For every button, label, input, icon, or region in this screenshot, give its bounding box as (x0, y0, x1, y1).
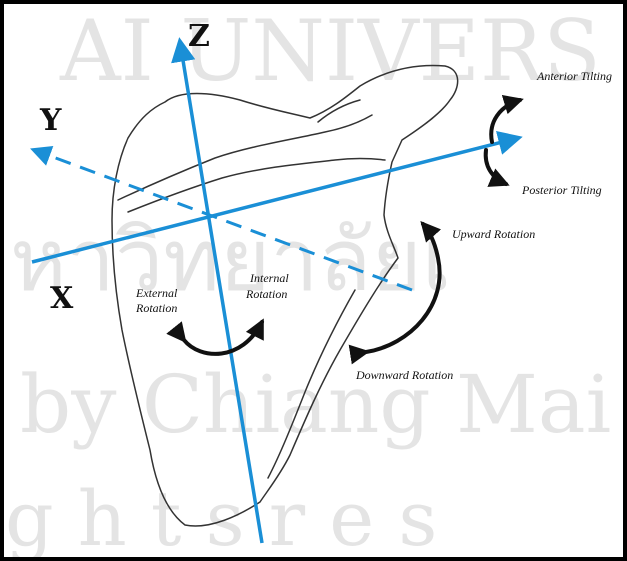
scapular-spine (118, 115, 372, 200)
watermark-line-1: AI UNIVERS (59, 2, 601, 100)
anterior-tilting-label: Anterior Tilting (536, 69, 612, 83)
watermark-line-4: g h t s r e s (5, 474, 437, 561)
watermark: AI UNIVERS หาวิทยาลัยเ by Chiang Mai g h… (5, 2, 611, 561)
tilting-arrow-bottom (486, 150, 506, 184)
upward-rotation-label: Upward Rotation (452, 227, 535, 241)
posterior-tilting-label: Posterior Tilting (521, 183, 602, 197)
watermark-line-3: by Chiang Mai (20, 358, 611, 451)
z-axis-label: Z (188, 19, 210, 54)
internal-rotation-label-line-1: Internal (249, 271, 289, 285)
watermark-line-2: หาวิทยาลัยเ (10, 211, 451, 311)
tilting-arrow-top (491, 100, 520, 142)
downward-rotation-label: Downward Rotation (355, 368, 453, 382)
x-axis-label: X (50, 281, 74, 316)
external-rotation-label-line-1: External (135, 286, 178, 300)
external-rotation-label-line-2: Rotation (135, 301, 177, 315)
internal-rotation-label-line-2: Rotation (245, 287, 287, 301)
axial-rotation-arrow (184, 322, 262, 354)
y-axis-label: Y (39, 103, 62, 138)
